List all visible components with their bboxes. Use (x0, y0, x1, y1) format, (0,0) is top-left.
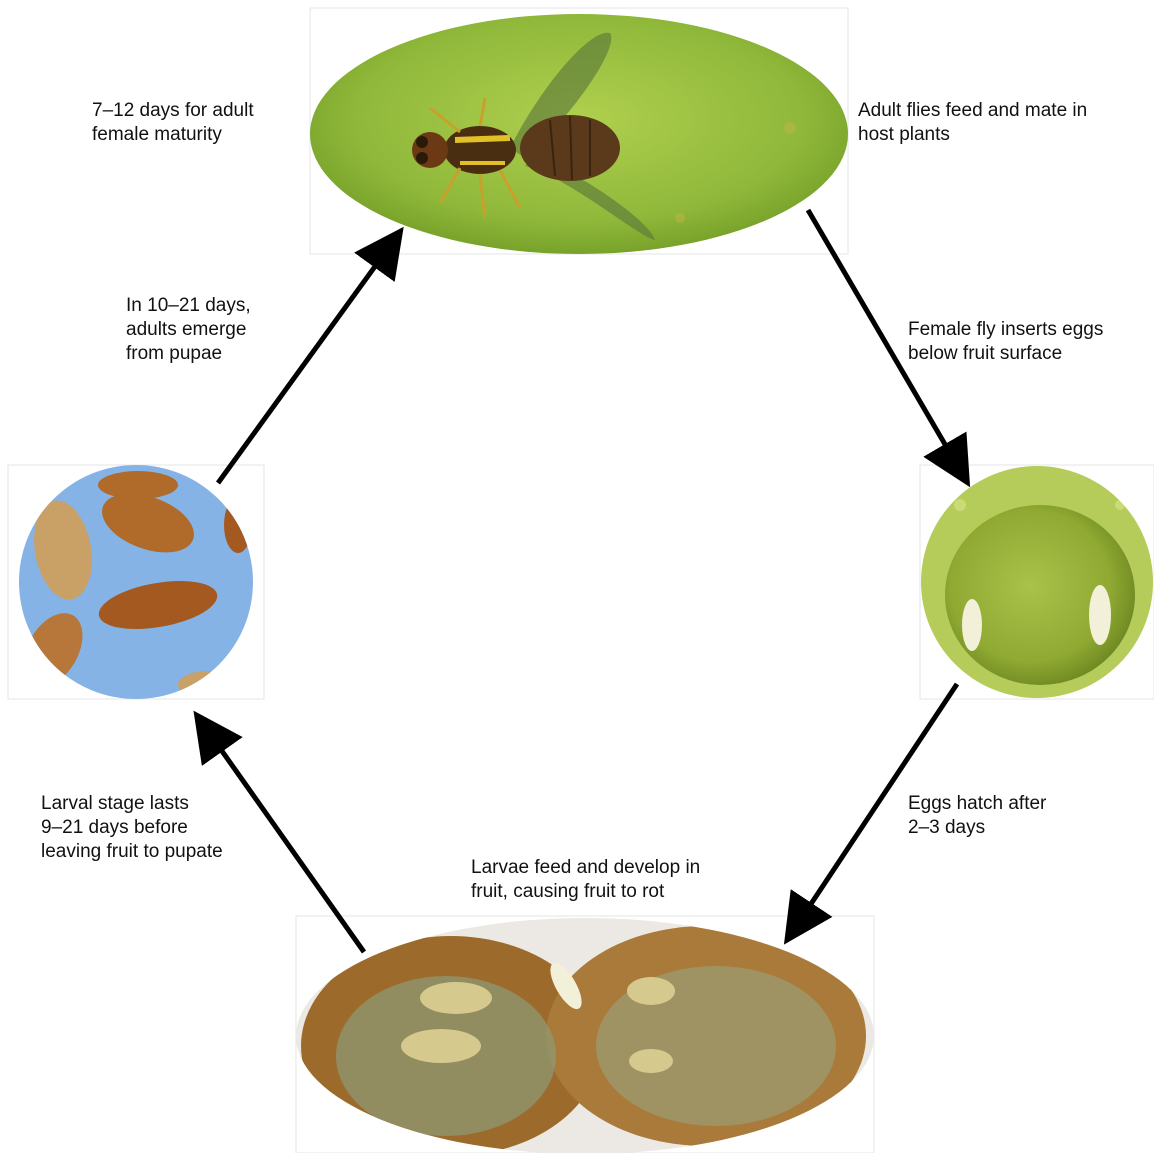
arrow-pupae-to-adult (218, 243, 392, 483)
arrow-eggs-to-larvae (795, 684, 957, 928)
arrow-adult-to-eggs (808, 210, 960, 470)
arrow-larvae-to-pupae (205, 727, 364, 952)
